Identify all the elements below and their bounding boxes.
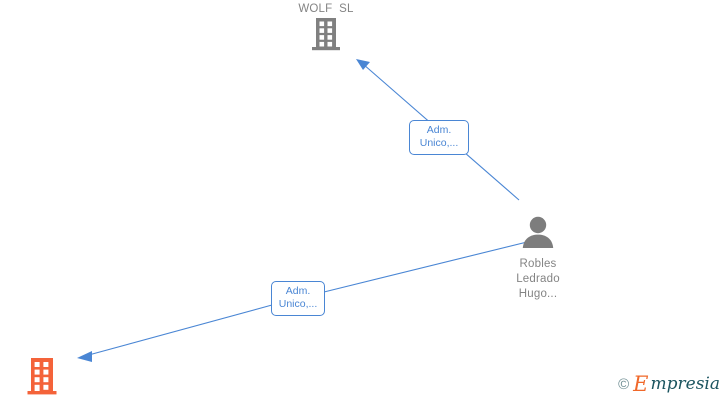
node-label-wolf-sl: WOLF SL (298, 3, 354, 15)
watermark-empresia: © E mpresia (618, 374, 720, 395)
edge-label-line-1: Adm. (285, 285, 311, 297)
brand-name: mpresia (650, 374, 721, 394)
brand-initial: E (633, 372, 649, 396)
edge-person-to-orange (77, 241, 528, 362)
edge-line (323, 241, 528, 293)
node-label-person-line-1: Robles (519, 258, 557, 270)
node-company-orange[interactable] (26, 357, 58, 400)
node-label-person-line-3: Hugo... (518, 288, 558, 300)
arrowhead-icon (77, 351, 92, 362)
edge-line (84, 304, 273, 357)
building-icon[interactable] (282, 17, 370, 56)
edge-label-line-2: Unico,... (419, 137, 459, 149)
copyright-icon: © (618, 376, 630, 393)
edge-label-adm-unico-lower[interactable]: Adm. Unico,... (271, 281, 325, 316)
node-robles-ledrado-hugo[interactable]: Robles Ledrado Hugo... (492, 216, 584, 302)
node-label-person-line-2: Ledrado (516, 273, 560, 285)
edge-label-line-2: Unico,... (278, 298, 318, 310)
person-icon[interactable] (492, 216, 584, 253)
edge-label-line-1: Adm. (426, 124, 452, 136)
building-icon[interactable] (26, 357, 58, 400)
node-wolf-sl[interactable]: WOLF SL (282, 2, 370, 56)
edge-label-adm-unico-upper[interactable]: Adm. Unico,... (409, 120, 469, 155)
arrowhead-icon (356, 59, 370, 70)
